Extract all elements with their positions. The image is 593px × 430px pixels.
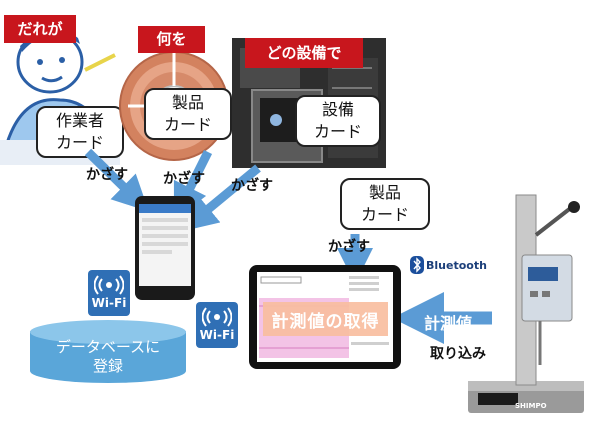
product-card-2-line1: 製品 [368,183,401,202]
database-label-line2: 登録 [92,357,123,375]
what-tag: 何を [138,26,205,53]
hold-label-product: かざす [163,171,205,187]
worker-card-line1: 作業者 [55,111,104,130]
bluetooth-label: Bluetooth [426,258,487,272]
bluetooth-icon [410,256,424,274]
equipment-card-line2: カード [313,122,362,141]
worker-card-line2: カード [55,133,104,152]
hold-label-worker: かざす [86,167,128,183]
brand-label: SHIMPO [515,402,547,410]
smartphone-screen-ui [139,204,191,254]
bluetooth-logo: Bluetooth [410,256,487,274]
wifi-label-phone: Wi-Fi [91,296,127,310]
wifi-icon [202,307,232,327]
wifi-badge-phone: Wi-Fi [88,270,130,316]
wifi-badge-tablet: Wi-Fi [196,302,238,348]
arrow-worker-to-phone [84,148,149,212]
worker-card: 作業者 カード [36,106,124,158]
who-tag: だれが [4,15,76,43]
arrow-equipment-to-phone [181,164,261,232]
database-label-line1: データベースに [55,338,161,356]
database-cylinder-top [30,320,186,344]
wifi-icon [94,275,124,295]
product-card-line2: カード [163,115,212,134]
equipment-card: 設備 カード [295,95,381,147]
product-card: 製品 カード [144,88,232,140]
measurement-stand [468,194,584,413]
equipment-card-line1: 設備 [321,100,354,119]
wifi-label-tablet: Wi-Fi [199,328,235,342]
product-card-2-line2: カード [360,205,409,224]
hold-label-equipment: かざす [231,178,273,194]
product-card-2: 製品 カード [340,178,430,230]
where-tag: どの設備で [245,38,363,68]
hold-label-tablet: かざす [328,239,370,255]
product-card-line1: 製品 [171,93,204,112]
smartphone-screen [139,204,191,286]
database-label: データベースに 登録 [30,338,186,376]
import-label: 取り込み [430,346,486,362]
tablet-overlay-label: 計測値の取得 [263,302,388,336]
measured-value-label: 計測値 [424,314,473,333]
